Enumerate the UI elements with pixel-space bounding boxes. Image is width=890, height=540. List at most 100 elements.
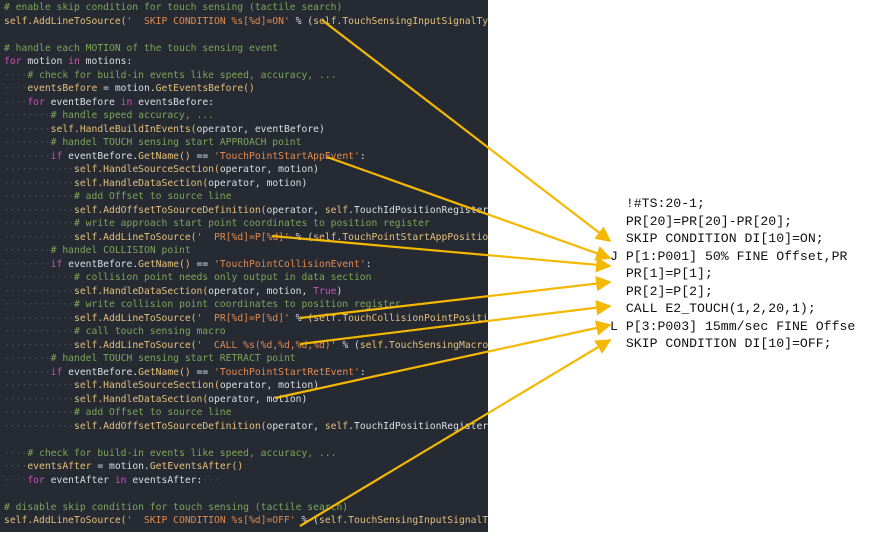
code-token: .AddLineToSource( <box>97 339 197 351</box>
code-token: eventBefore <box>44 96 121 108</box>
code-line: # disable skip condition for touch sensi… <box>4 501 348 515</box>
code-token: # call touch sensing macro <box>74 326 226 337</box>
code-line: ············self.AddLineToSource(' PR[%d… <box>4 231 488 245</box>
code-token: self <box>74 339 98 351</box>
code-token: if <box>50 258 63 270</box>
output-line: PR[1]=P[1]; <box>610 266 713 281</box>
code-token: ············ <box>4 380 74 391</box>
code-token: for <box>4 56 22 67</box>
code-line: ········# handel TOUCH sensing start APP… <box>4 136 301 150</box>
code-token: # check for build-in events like speed, … <box>27 447 337 459</box>
code-line: ············self.HandleDataSection(opera… <box>4 393 307 407</box>
code-token: % ( <box>289 15 314 27</box>
code-token: self <box>4 515 28 526</box>
output-line: SKIP CONDITION DI[10]=ON; <box>610 231 824 246</box>
code-token: ········ <box>4 123 51 135</box>
code-line: ············self.HandleDataSection(opera… <box>4 285 342 299</box>
code-line: ············self.HandleSourceSection(ope… <box>4 379 319 393</box>
code-token: # add Offset to source line <box>74 191 232 202</box>
code-token: ' SKIP CONDITION %s[%d]=ON' <box>126 15 290 27</box>
code-token: in <box>114 474 127 486</box>
code-line: ········if eventBefore.GetName() == 'Tou… <box>4 150 366 164</box>
code-token: ············ <box>4 272 74 283</box>
code-token: for <box>27 96 45 108</box>
code-token: ) <box>336 285 343 297</box>
code-line: ············# add Offset to source line <box>4 190 231 204</box>
code-token: ···· <box>4 69 28 81</box>
code-token: .AddLineToSource( <box>97 231 197 243</box>
code-token: operator, eventBefore) <box>196 123 325 135</box>
code-line: # handle each MOTION of the touch sensin… <box>4 42 278 56</box>
code-token: = motion. <box>97 83 156 94</box>
code-token: ···· <box>4 96 28 108</box>
code-token: eventBefore. <box>62 258 139 270</box>
code-token: operator, motion) <box>208 177 308 189</box>
code-token: .HandleSourceSection( <box>97 164 220 175</box>
code-token: # write approach start point coordinates… <box>74 218 430 229</box>
code-line: ····eventsAfter = motion.GetEventsAfter(… <box>4 460 243 474</box>
generated-program-output: !#TS:20-1; PR[20]=PR[20]-PR[20]; SKIP CO… <box>610 195 890 355</box>
code-line: ············self.AddOffsetToSourceDefini… <box>4 420 488 434</box>
code-editor[interactable]: # enable skip condition for touch sensin… <box>0 0 488 532</box>
code-token: self <box>313 231 337 243</box>
code-line: ············# collision point needs only… <box>4 271 371 285</box>
code-token: self <box>359 339 384 351</box>
code-token: % ( <box>295 515 319 526</box>
code-line: self.AddLineToSource(' SKIP CONDITION %s… <box>4 514 488 528</box>
code-line: ············self.AddLineToSource(' PR[%d… <box>4 312 488 326</box>
code-line: ············# call touch sensing macro <box>4 325 226 339</box>
code-token: .AddOffsetToSourceDefinition( <box>97 420 267 432</box>
code-token: eventsAfter <box>27 461 92 472</box>
code-line: ····for eventBefore in eventsBefore: <box>4 96 214 110</box>
code-token: self <box>74 231 98 243</box>
code-token: # handle each MOTION of the touch sensin… <box>4 42 279 54</box>
code-token: .AddLineToSource( <box>27 515 127 526</box>
code-token: self <box>4 15 28 27</box>
code-token: == <box>190 150 215 162</box>
code-token: motion <box>21 56 69 67</box>
code-token: operator, motion) <box>219 380 319 391</box>
code-token: # add Offset to source line <box>74 407 232 418</box>
code-token: .AddLineToSource( <box>27 15 127 27</box>
code-token: self <box>74 204 98 216</box>
code-token: ············ <box>4 299 74 310</box>
code-token: motions: <box>79 56 133 67</box>
code-token: ············ <box>4 164 74 175</box>
code-token: eventsBefore <box>27 83 98 94</box>
code-line: ····# check for build-in events like spe… <box>4 69 336 83</box>
code-token: # handel TOUCH sensing start APPROACH po… <box>50 137 302 148</box>
code-line: for motion in motions: <box>4 55 132 69</box>
code-line: ············self.HandleSourceSection(ope… <box>4 163 319 177</box>
code-token: ' SKIP CONDITION %s[%d]=OFF' <box>126 515 296 526</box>
code-token: operator, <box>266 204 325 216</box>
code-line: ····# check for build-in events like spe… <box>4 447 336 461</box>
code-token: .AddLineToSource( <box>97 312 197 324</box>
code-token: ············ <box>4 285 74 297</box>
code-line: ············self.HandleDataSection(opera… <box>4 177 307 191</box>
code-token: self <box>318 515 343 526</box>
code-token: # collision point needs only output in d… <box>74 272 372 283</box>
code-token: GetName() <box>138 150 191 162</box>
code-line: # enable skip condition for touch sensin… <box>4 1 342 15</box>
code-token: .TouchIdPositionRegister) <box>348 420 488 432</box>
code-token: ········ <box>4 150 51 162</box>
code-token: : <box>359 366 366 378</box>
code-token: self <box>74 393 98 405</box>
code-token: ···· <box>4 461 28 472</box>
code-line: ········# handle speed accuracy, ... <box>4 109 214 123</box>
code-token: ········ <box>4 110 51 121</box>
code-token: : <box>359 150 366 162</box>
code-token: if <box>50 366 63 378</box>
code-token: # write collision point coordinates to p… <box>74 299 401 310</box>
code-token: .HandleDataSection( <box>97 393 209 405</box>
code-line: ············# add Offset to source line <box>4 406 231 420</box>
output-line: L P[3:P003] 15mm/sec FINE Offse <box>610 318 856 334</box>
code-token: self <box>324 204 349 216</box>
code-token: % ( <box>336 339 360 351</box>
code-token: eventBefore. <box>62 150 139 162</box>
code-token: ············ <box>4 231 74 243</box>
code-token: self <box>74 420 98 432</box>
code-line: ············self.AddLineToSource(' CALL … <box>4 339 488 353</box>
code-token: ············ <box>4 393 74 405</box>
code-token: .TouchSensingMacroName, se <box>383 339 488 351</box>
